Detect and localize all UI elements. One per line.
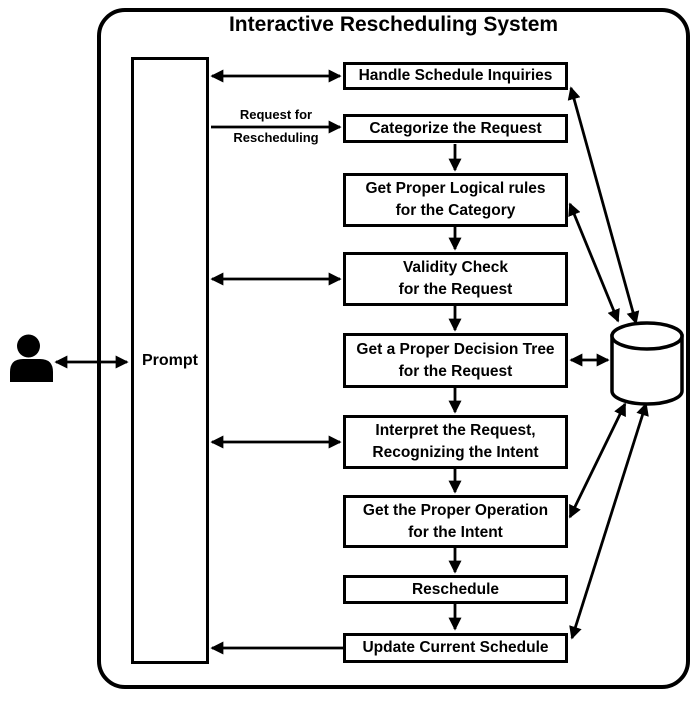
step-categorize-the-request: Categorize the Request (343, 114, 568, 143)
diagram-title: Interactive Rescheduling System (228, 13, 559, 36)
system-boundary-frame (97, 8, 690, 689)
prompt-arrows (210, 69, 343, 655)
arrow-update-database (569, 402, 649, 640)
step-get-proper-logical-rules: Get Proper Logical rules for the Categor… (343, 173, 568, 227)
step-handle-schedule-inquiries: Handle Schedule Inquiries (343, 62, 568, 90)
step-validity-check: Validity Check for the Request (343, 252, 568, 306)
request-for-rescheduling-label: Request for Rescheduling (233, 107, 319, 145)
step-get-proper-decision-tree: Get a Proper Decision Tree for the Reque… (343, 333, 568, 388)
prompt-box: Prompt (131, 57, 209, 664)
person-icon (10, 334, 53, 382)
step-get-proper-operation: Get the Proper Operation for the Intent (343, 495, 568, 548)
arrow-rules-database (568, 202, 620, 323)
step-reschedule: Reschedule (343, 575, 568, 604)
database-cylinder-icon (610, 321, 684, 406)
step-update-current-schedule: Update Current Schedule (343, 633, 568, 663)
step-interpret-the-request: Interpret the Request, Recognizing the I… (343, 415, 568, 469)
database-arrows (567, 86, 649, 640)
